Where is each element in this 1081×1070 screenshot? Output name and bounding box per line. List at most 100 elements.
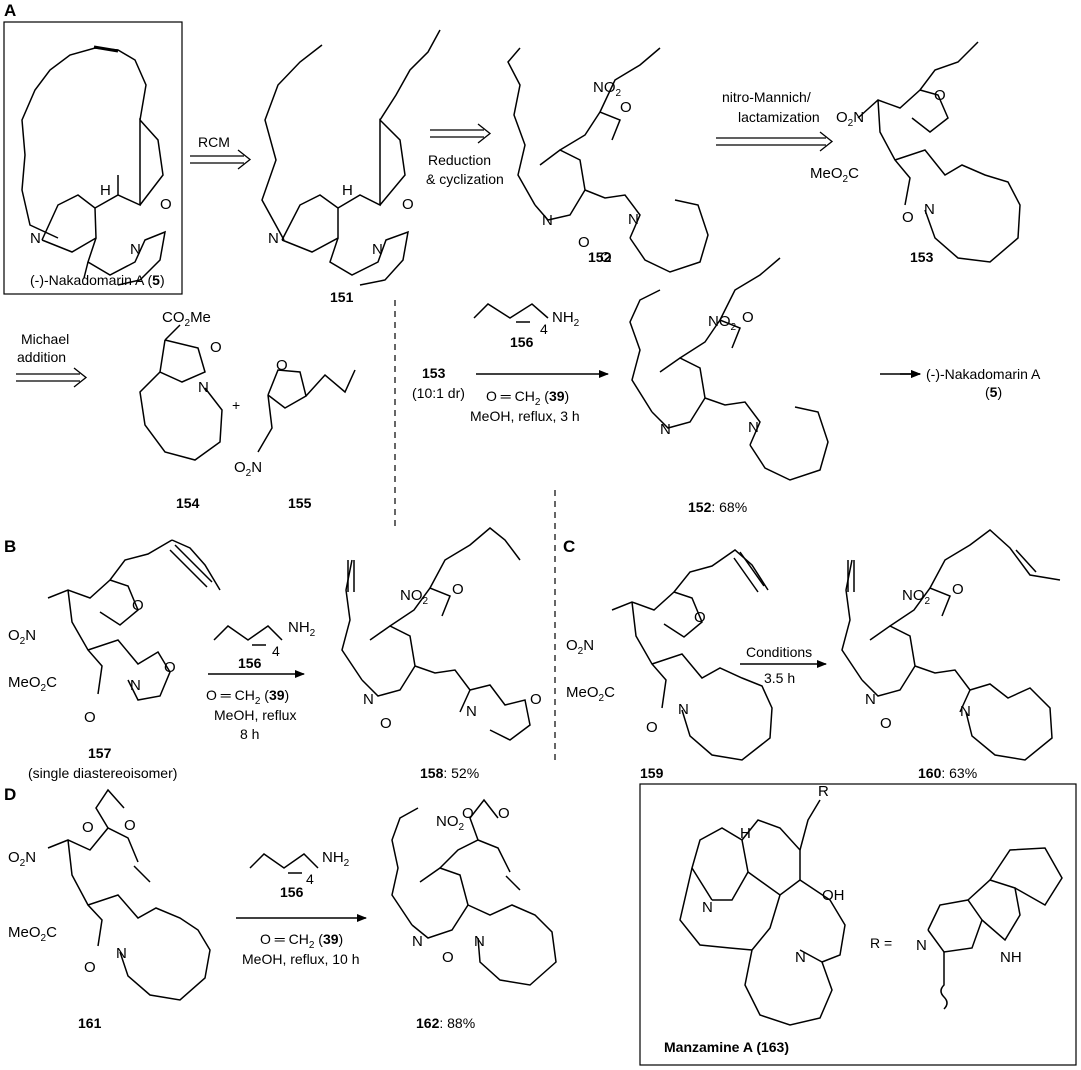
atom-o-159: O (694, 609, 706, 626)
atom-n-163a: N (702, 899, 713, 916)
conditions-a: MeOH, reflux, 3 h (470, 408, 580, 424)
atom-o-162a: O (462, 805, 474, 822)
atom-o-5: O (160, 196, 172, 213)
reagent-formaldehyde-d: O ═ CH2 (39) (260, 931, 343, 951)
atom-r-163: R (818, 783, 829, 800)
reagent-formaldehyde-a: O ═ CH2 (39) (486, 388, 569, 408)
reagent-formaldehyde-b: O ═ CH2 (39) (206, 687, 289, 707)
structure-156-d (249, 853, 319, 874)
structure-156-a (473, 303, 549, 323)
atom-o-162b: O (498, 805, 510, 822)
atom-o-158c: O (380, 715, 392, 732)
atom-o-160c: O (880, 715, 892, 732)
label-153: 153 (910, 249, 934, 265)
atom-n-151a: N (268, 230, 279, 247)
atom-o-152p: O (742, 309, 754, 326)
structure-beta-carboline (927, 847, 1063, 1010)
structure-157 (47, 539, 221, 701)
structure-160 (841, 529, 1061, 761)
conditions-c-1: Conditions (746, 644, 812, 660)
atom-n-160b: N (960, 703, 971, 720)
structure-159 (611, 549, 773, 761)
arrow-label-reduction-1: Reduction (428, 152, 491, 168)
atom-co2me-154: CO2Me (162, 309, 211, 329)
atom-o-157c: O (84, 709, 96, 726)
reactant-153-dr: (10:1 dr) (412, 385, 465, 401)
atom-n-153: N (924, 201, 935, 218)
structure-152-top (507, 47, 709, 273)
atom-n-160a: N (865, 691, 876, 708)
panel-label-c: C (563, 537, 575, 556)
label-159: 159 (640, 765, 664, 781)
panel-label-a: A (4, 1, 16, 20)
structure-manzamine-a (679, 799, 846, 1026)
atom-o-161b: O (124, 817, 136, 834)
atom-h-163: H (740, 825, 751, 842)
atom-o2n-153: O2N (836, 109, 864, 129)
atom-no2-160: NO2 (902, 587, 931, 607)
label-nakadomarin-a: (-)-Nakadomarin A (5) (30, 272, 165, 288)
label-152-top: 152 (588, 249, 612, 265)
atom-o-152b: O (600, 249, 612, 266)
manzamine-box (639, 783, 1077, 1066)
product-nakadomarin-num: (5) (985, 384, 1002, 400)
label-158: 158: 52% (420, 765, 479, 781)
panel-label-b: B (4, 537, 16, 556)
atom-h-5: H (100, 182, 111, 199)
atom-no2-158: NO2 (400, 587, 429, 607)
label-157: 157 (88, 745, 112, 761)
structure-nakadomarin-a (21, 45, 166, 286)
sub4-156-a: 4 (540, 321, 548, 337)
atom-o-162c: O (442, 949, 454, 966)
structure-152-product (629, 257, 829, 481)
atom-o-161c: O (84, 959, 96, 976)
atom-o-160: O (952, 581, 964, 598)
label-157-note: (single diastereoisomer) (28, 765, 177, 781)
atom-n-154: N (198, 379, 209, 396)
structure-153 (857, 41, 1021, 263)
nakadomarin-num: 5 (152, 272, 160, 288)
arrow-label-michael-1: Michael (21, 331, 69, 347)
reactant-153-a: 153 (422, 365, 446, 381)
label-156-d: 156 (280, 884, 304, 900)
atom-n-162a: N (412, 933, 423, 950)
atom-o-152: O (620, 99, 632, 116)
atom-o-157a: O (132, 597, 144, 614)
label-151: 151 (330, 289, 354, 305)
sub4-156-b: 4 (272, 643, 280, 659)
atom-n-152p-a: N (660, 421, 671, 438)
arrow-label-nitro-1: nitro-Mannich/ (722, 89, 811, 105)
label-152-product: 152: 68% (688, 499, 747, 515)
atom-meo2c-157: MeO2C (8, 674, 57, 694)
product-nakadomarin: (-)-Nakadomarin A (926, 366, 1041, 382)
atom-n-152p-b: N (748, 419, 759, 436)
atom-no2-152: NO2 (593, 79, 622, 99)
nakadomarin-name: (-)-Nakadomarin A ( (30, 272, 152, 288)
label-156-b: 156 (238, 655, 262, 671)
label-156-a: 156 (510, 334, 534, 350)
atom-o2n-159: O2N (566, 637, 594, 657)
atom-n-158b: N (466, 703, 477, 720)
atom-nh2-156-a: NH2 (552, 309, 580, 329)
atom-o-153b: O (902, 209, 914, 226)
arrow-label-nitro-2: lactamization (738, 109, 820, 125)
atom-o-151: O (402, 196, 414, 213)
atom-o-154: O (210, 339, 222, 356)
conditions-d: MeOH, reflux, 10 h (242, 951, 360, 967)
label-161: 161 (78, 1015, 102, 1031)
atom-o-153: O (934, 87, 946, 104)
atom-h-151: H (342, 182, 353, 199)
atom-n-carboline: N (916, 937, 927, 954)
atom-o-157b: O (164, 659, 176, 676)
retro-arrow-nitro-mannich (716, 131, 834, 152)
atom-n-161: N (116, 945, 127, 962)
structure-154 (139, 324, 223, 461)
atom-nh-carboline: NH (1000, 949, 1022, 966)
atom-meo2c-161: MeO2C (8, 924, 57, 944)
atom-n-157: N (130, 677, 141, 694)
atom-o-161a: O (82, 819, 94, 836)
atom-meo2c-153: MeO2C (810, 165, 859, 185)
conditions-c-2: 3.5 h (764, 670, 795, 686)
arrow-label-michael-2: addition (17, 349, 66, 365)
atom-o2n-161: O2N (8, 849, 36, 869)
